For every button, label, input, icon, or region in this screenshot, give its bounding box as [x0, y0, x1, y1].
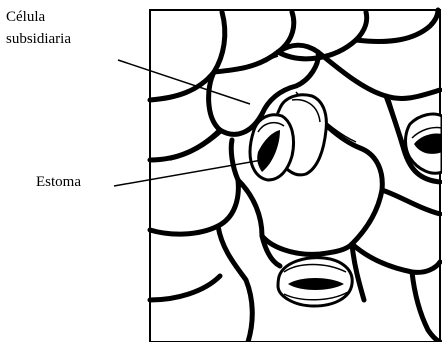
cell-wall-center-bottom — [238, 180, 352, 254]
cell-wall-lower-center — [262, 236, 280, 266]
cell-wall-lower-left-2 — [150, 276, 220, 300]
cell-wall-right-lower — [382, 190, 440, 214]
label-subsidiary-cell-line1: Célula — [6, 8, 45, 26]
label-stoma: Estoma — [36, 173, 81, 191]
cell-wall-lower-left — [218, 226, 252, 342]
leader-line-subsidiary — [118, 60, 250, 104]
stoma-upper — [250, 95, 326, 180]
cell-wall-bottom-right — [412, 272, 440, 342]
cell-wall-left-lower — [150, 180, 238, 234]
cell-wall-right-bottom — [352, 244, 440, 272]
cell-wall-right-mid — [318, 52, 440, 98]
label-subsidiary-cell-line2: subsidiaria — [6, 30, 71, 48]
cell-wall-top-left — [150, 12, 225, 100]
stoma-lower — [278, 258, 352, 306]
cell-wall-center-left — [231, 140, 238, 180]
